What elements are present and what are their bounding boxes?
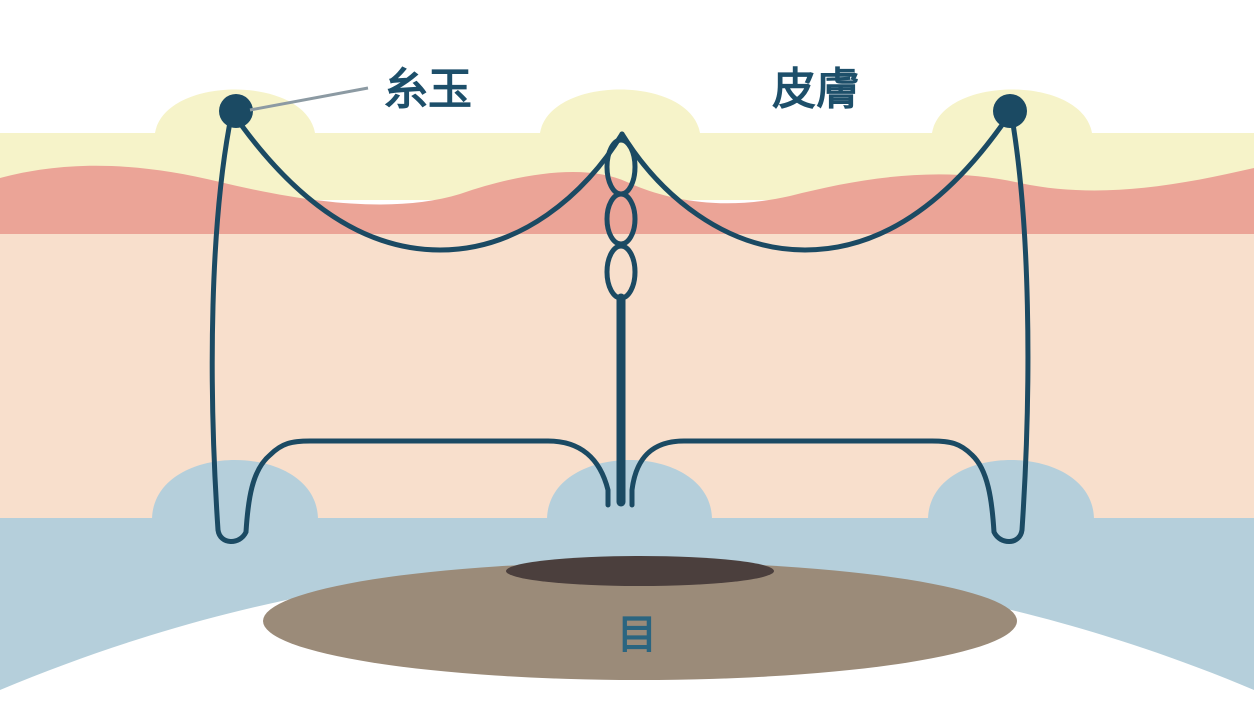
thread-right-outer-loop	[629, 109, 1031, 544]
tarsal-bump-right	[928, 460, 1094, 520]
thread-knot-right	[993, 94, 1027, 128]
thread-knot-left	[219, 94, 253, 128]
label-thread-knot: 糸玉	[384, 64, 472, 115]
label-eye: 目	[617, 612, 657, 658]
eyeball-iris	[263, 562, 1017, 680]
pupil	[506, 556, 774, 586]
thread-left-outer-loop	[209, 109, 611, 544]
tarsal-bump-left	[152, 460, 318, 520]
knot-leader-line	[249, 86, 369, 112]
thread-right-arc	[619, 109, 1014, 253]
suture-thread	[209, 109, 1031, 544]
thread-left-arc	[229, 109, 625, 253]
label-skin: 皮膚	[772, 64, 860, 115]
